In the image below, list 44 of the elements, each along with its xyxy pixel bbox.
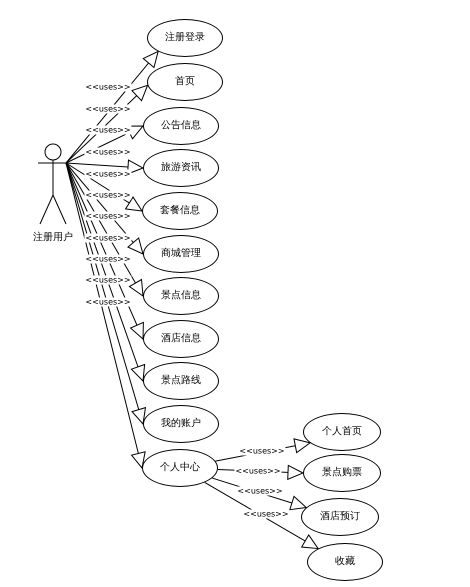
- use-case-name: 套餐信息: [160, 205, 200, 217]
- edge-label: <<uses>>: [238, 446, 286, 456]
- edge-label: <<uses>>: [234, 466, 282, 476]
- use-case-ellipse: [147, 63, 223, 101]
- use-case-name: 景点路线: [161, 375, 201, 387]
- use-case-ellipse: [303, 413, 381, 451]
- use-case-name: 首页: [175, 76, 195, 88]
- edge-label: <<uses>>: [84, 234, 132, 242]
- use-case-ellipse: [143, 235, 219, 273]
- edge-label: <<uses>>: [84, 104, 132, 114]
- edge-label: <<uses>>: [242, 510, 290, 518]
- use-case-name: 注册登录: [165, 32, 205, 44]
- use-case-name: 酒店信息: [161, 333, 201, 345]
- edge-label: <<uses>>: [84, 298, 132, 306]
- use-case-ellipse: [142, 449, 218, 487]
- edge-label: <<uses>>: [84, 82, 132, 92]
- edge-label: <<uses>>: [84, 212, 132, 220]
- edge-label: <<uses>>: [84, 170, 132, 178]
- edge-label: <<uses>>: [236, 486, 284, 496]
- use-case-name: 收藏: [335, 556, 355, 568]
- use-case-ellipse: [143, 277, 219, 315]
- edge-label: <<uses>>: [84, 190, 132, 200]
- use-case-ellipse: [143, 320, 219, 358]
- use-case-name: 公告信息: [161, 120, 201, 132]
- use-case-ellipse: [143, 405, 219, 443]
- use-case-name: 旅游资讯: [161, 162, 201, 174]
- use-case-name: 个人首页: [322, 426, 362, 438]
- edge-label: <<uses>>: [84, 254, 132, 264]
- use-case-ellipse: [143, 362, 219, 400]
- association-arrow: [204, 482, 319, 550]
- use-case-name: 酒店预订: [320, 511, 360, 523]
- use-case-name: 个人中心: [160, 462, 200, 474]
- use-case-name: 我的账户: [161, 418, 201, 430]
- use-case-name: 景点信息: [161, 290, 201, 302]
- edge-label: <<uses>>: [84, 148, 132, 156]
- use-case-ellipse: [301, 498, 379, 536]
- actor-name: 注册用户: [33, 232, 73, 244]
- edge-label: <<uses>>: [84, 276, 132, 284]
- use-case-name: 景点购票: [322, 467, 362, 479]
- use-case-name: 商城管理: [161, 248, 201, 260]
- use-case-ellipse: [307, 543, 383, 581]
- edge-label: <<uses>>: [84, 126, 132, 134]
- actor-stick-figure: [38, 144, 68, 224]
- association-arrow: [66, 160, 144, 175]
